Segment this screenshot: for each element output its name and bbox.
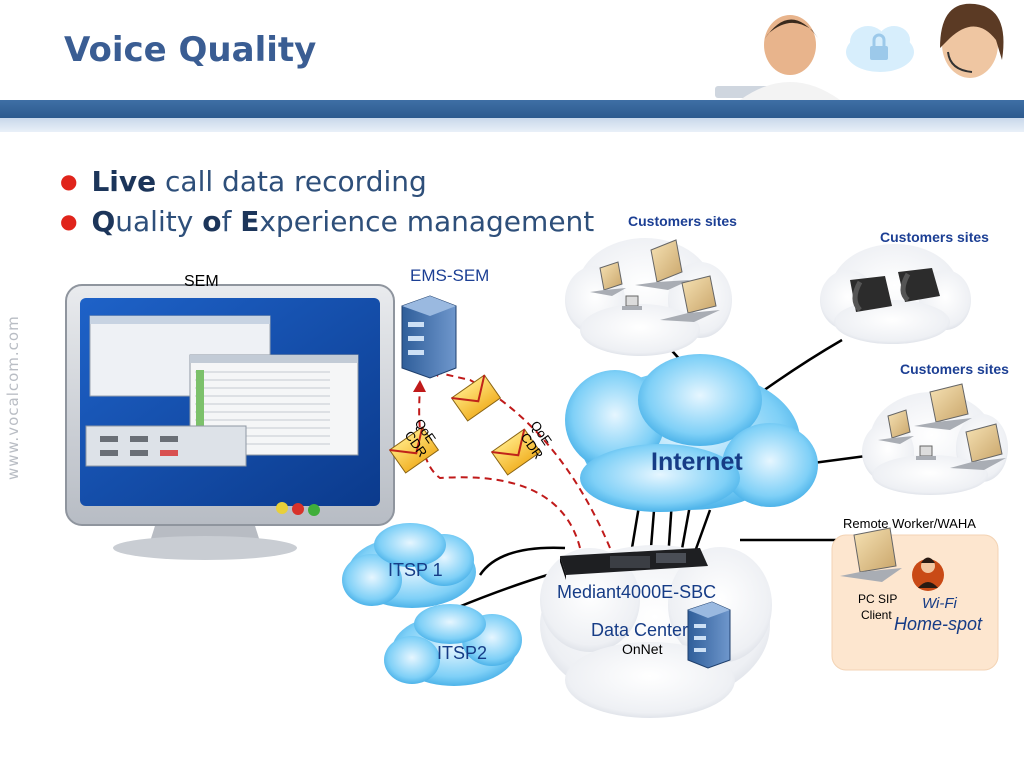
envelope-icon bbox=[388, 426, 440, 474]
pc-sip-label: PC SIP bbox=[858, 592, 898, 606]
ip-phone-icon bbox=[850, 268, 940, 312]
sbc-device-icon bbox=[560, 548, 708, 580]
user-avatar-icon bbox=[912, 557, 944, 591]
itsp2-label: ITSP2 bbox=[437, 643, 488, 663]
header-illustration bbox=[715, 3, 1020, 100]
laptop-icon bbox=[590, 239, 720, 322]
bullet-keyword: Live bbox=[91, 165, 157, 198]
customers-cloud-2 bbox=[820, 244, 971, 344]
mediant-sbc-label: Mediant4000E-SBC bbox=[557, 582, 717, 602]
header-band-light bbox=[0, 118, 1024, 132]
laptop-icon bbox=[878, 383, 1006, 470]
datacenter-server-icon bbox=[687, 601, 731, 669]
customers-sites-label-3: Customers sites bbox=[900, 361, 1009, 377]
led-green-icon bbox=[308, 504, 320, 516]
itsp2-cloud bbox=[384, 604, 522, 686]
customers-sites-label-1: Customers sites bbox=[628, 213, 737, 229]
onnet-label: OnNet bbox=[622, 641, 663, 657]
bullet-dot-icon: ● bbox=[60, 169, 78, 193]
bullet-text: uality bbox=[115, 205, 203, 238]
bullet-text: f bbox=[221, 205, 241, 238]
homespot-label: Home-spot bbox=[894, 614, 983, 634]
internet-label: Internet bbox=[651, 448, 743, 476]
bullet-text: call data recording bbox=[156, 165, 427, 198]
remote-worker-label: Remote Worker/WAHA bbox=[843, 516, 976, 531]
sem-monitor bbox=[65, 284, 395, 560]
ems-sem-label: EMS-SEM bbox=[410, 266, 490, 285]
client-label: Client bbox=[861, 608, 892, 622]
led-red-icon bbox=[292, 503, 304, 515]
data-center-label: Data Center bbox=[591, 620, 689, 640]
customers-sites-label-2: Customers sites bbox=[880, 229, 989, 245]
envelope-icon bbox=[450, 374, 502, 422]
itsp1-cloud bbox=[342, 523, 476, 608]
bullet-dot-icon: ● bbox=[60, 209, 78, 233]
itsp1-label: ITSP 1 bbox=[388, 560, 443, 580]
sem-label: SEM bbox=[184, 273, 219, 290]
bullet-text: xperience management bbox=[259, 205, 595, 238]
wifi-label: Wi-Fi bbox=[922, 595, 957, 612]
bullet-live-recording: ● Live call data recording bbox=[60, 165, 427, 198]
led-yellow-icon bbox=[276, 502, 288, 514]
header-band bbox=[0, 100, 1024, 118]
bullet-keyword: Q bbox=[91, 205, 116, 238]
bullet-keyword: E bbox=[240, 205, 260, 238]
internet-cloud bbox=[565, 354, 818, 512]
cloud-lock-icon bbox=[846, 26, 914, 72]
server-icon bbox=[401, 295, 457, 379]
bullet-keyword: o bbox=[202, 205, 222, 238]
page-title: Voice Quality bbox=[64, 30, 317, 70]
bullet-qoe-management: ● Quality of Experience management bbox=[60, 205, 594, 238]
remote-worker-panel bbox=[831, 527, 999, 671]
envelope-icon bbox=[490, 428, 542, 476]
